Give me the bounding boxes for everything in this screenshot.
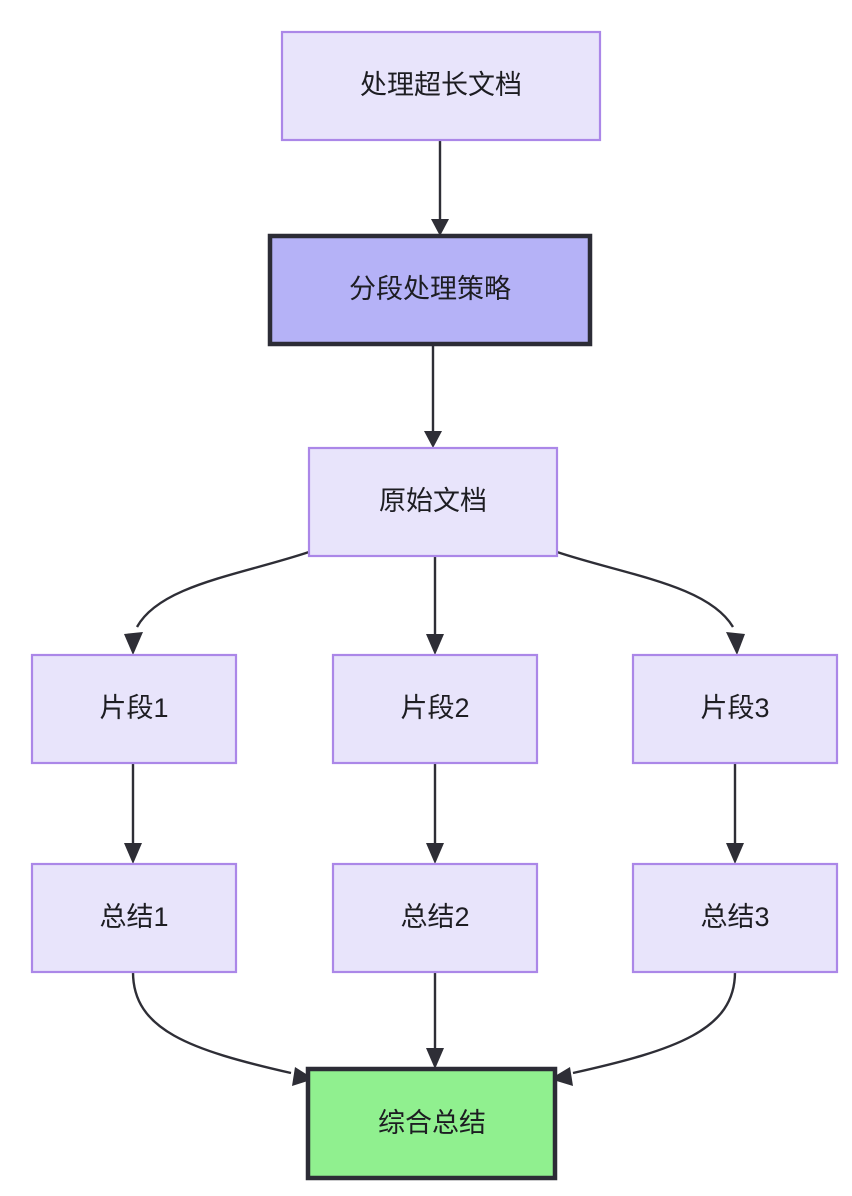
node-chunking-strategy-box[interactable] <box>267 233 593 347</box>
node-fragment-2-label: 片段2 <box>400 693 469 723</box>
edge-summary-3-to-final <box>550 971 737 1086</box>
edge-doc-to-strategy <box>431 140 449 236</box>
node-process-long-document-label: 处理超长文档 <box>360 70 522 100</box>
edge-fragment-3-to-summary-3 <box>726 763 744 864</box>
node-source-document-box[interactable] <box>307 446 559 558</box>
node-source-document-label: 原始文档 <box>379 486 487 516</box>
node-source-document[interactable]: 原始文档 <box>307 446 559 558</box>
node-final-summary-label: 综合总结 <box>378 1108 486 1138</box>
edge-summary-2-to-final <box>426 972 444 1069</box>
node-fragment-2-box[interactable] <box>331 653 539 765</box>
edge-source-to-fragment-2 <box>426 556 444 655</box>
node-chunking-strategy-label: 分段处理策略 <box>349 274 511 304</box>
node-summary-1[interactable]: 总结1 <box>30 862 238 974</box>
node-summary-1-box[interactable] <box>30 862 238 974</box>
node-fragment-2[interactable]: 片段2 <box>331 653 539 765</box>
edge-fragment-2-to-summary-2 <box>426 763 444 864</box>
node-summary-3-box[interactable] <box>631 862 839 974</box>
node-chunking-strategy[interactable]: 分段处理策略 <box>267 233 593 347</box>
node-final-summary-box[interactable] <box>305 1066 558 1181</box>
edge-source-to-fragment-1 <box>124 550 310 655</box>
node-process-long-document[interactable]: 处理超长文档 <box>280 30 602 142</box>
node-fragment-1[interactable]: 片段1 <box>30 653 238 765</box>
node-fragment-1-box[interactable] <box>30 653 238 765</box>
node-layer: 处理超长文档 分段处理策略 原始文档 片段1 片段2 片段3 <box>30 30 839 1181</box>
node-summary-3-label: 总结3 <box>700 902 769 932</box>
node-process-long-document-box[interactable] <box>280 30 602 142</box>
node-fragment-3-label: 片段3 <box>700 693 769 723</box>
edge-layer <box>124 140 745 1086</box>
node-summary-1-label: 总结1 <box>99 902 168 932</box>
node-fragment-3-box[interactable] <box>631 653 839 765</box>
node-final-summary[interactable]: 综合总结 <box>305 1066 558 1181</box>
node-summary-3[interactable]: 总结3 <box>631 862 839 974</box>
node-fragment-3[interactable]: 片段3 <box>631 653 839 765</box>
edge-source-to-fragment-3 <box>556 550 745 655</box>
edge-summary-1-to-final <box>131 971 314 1086</box>
node-summary-2-label: 总结2 <box>400 902 469 932</box>
edge-fragment-1-to-summary-1 <box>124 763 142 864</box>
edge-strategy-to-source <box>424 344 442 448</box>
node-fragment-1-label: 片段1 <box>99 693 168 723</box>
node-summary-2-box[interactable] <box>331 862 539 974</box>
node-summary-2[interactable]: 总结2 <box>331 862 539 974</box>
